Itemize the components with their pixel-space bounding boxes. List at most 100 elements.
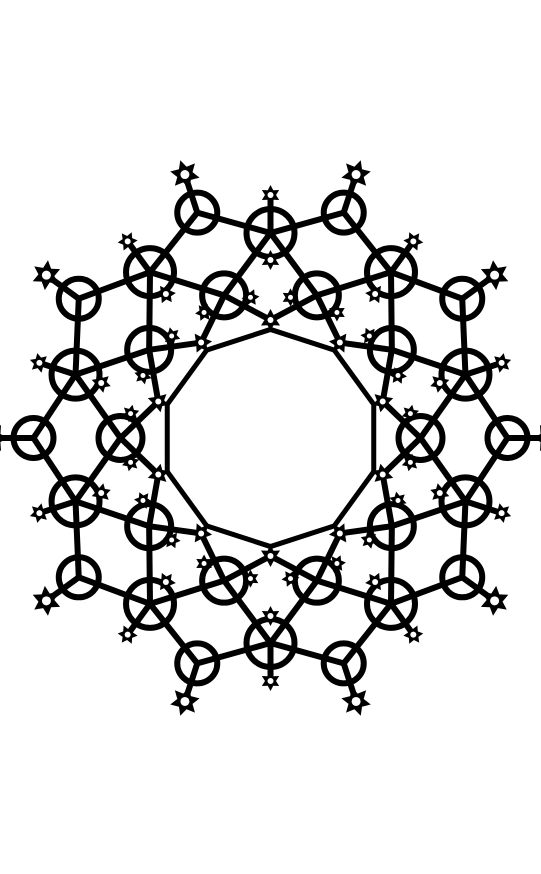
- junction-star-hole: [155, 471, 162, 478]
- junction-star-hole: [169, 537, 175, 543]
- strap-link: [221, 230, 274, 299]
- strap-link: [388, 346, 469, 378]
- strap-link: [267, 230, 320, 299]
- strap-link: [147, 209, 201, 276]
- junction-star-hole: [162, 579, 169, 586]
- junction-star-hole: [379, 398, 386, 405]
- strap-link: [72, 371, 124, 441]
- junction-star-hole: [366, 537, 372, 543]
- strap-link: [340, 209, 394, 276]
- outer-point-star-hole: [490, 596, 500, 606]
- outer-point-star-hole: [351, 696, 361, 706]
- junction-star-hole: [334, 310, 340, 316]
- strap-link: [72, 435, 124, 505]
- outer-point-star-hole: [41, 270, 51, 280]
- junction-star-hole: [198, 530, 205, 537]
- strap-link: [459, 295, 469, 378]
- junction-star-hole: [247, 294, 253, 300]
- junction-star-hole: [201, 310, 207, 316]
- strap-link: [313, 577, 394, 607]
- strap-link: [462, 371, 511, 441]
- rosette-cell: [95, 413, 146, 463]
- strap-link: [194, 209, 274, 236]
- junction-star-hole: [124, 238, 131, 245]
- junction-star-hole: [267, 317, 274, 323]
- junction-star-hole: [128, 459, 134, 465]
- junction-star-hole: [410, 238, 417, 245]
- junction-star-hole: [162, 290, 169, 297]
- strap-link: [267, 577, 320, 646]
- junction-star-hole: [36, 510, 43, 517]
- strap-link: [417, 371, 469, 441]
- inner-wreath-segment: [204, 326, 273, 353]
- strap-link: [388, 498, 469, 530]
- junction-star-hole: [407, 459, 413, 465]
- junction-star-hole: [98, 379, 105, 386]
- outer-point-star-hole: [180, 696, 190, 706]
- strap-link: [72, 498, 82, 581]
- rosette-cell: [320, 189, 367, 236]
- rosette-cell: [123, 245, 178, 300]
- rosette-cell: [320, 640, 367, 687]
- inner-wreath-segment: [164, 469, 210, 529]
- junction-star-hole: [410, 631, 417, 638]
- junction-star-hole: [267, 553, 274, 559]
- junction-star-hole: [267, 192, 274, 198]
- strap-link: [417, 435, 469, 505]
- junction-star-hole: [366, 333, 372, 339]
- junction-star-hole: [498, 510, 505, 517]
- junction-star-hole: [395, 497, 401, 503]
- junction-star-hole: [395, 373, 401, 379]
- strap-link: [313, 269, 394, 299]
- stars-group: [0, 160, 541, 716]
- inner-wreath-segment: [204, 523, 273, 550]
- strap-link: [147, 600, 201, 667]
- outer-point-star-hole: [490, 270, 500, 280]
- strap-link: [147, 577, 228, 607]
- junction-star-hole: [267, 257, 274, 263]
- junction-star-hole: [288, 576, 294, 582]
- junction-star-hole: [498, 359, 505, 366]
- outer-point-star: [0, 425, 9, 451]
- strap-link: [147, 269, 228, 299]
- rosette-cell: [363, 576, 418, 631]
- junction-star-hole: [334, 560, 340, 566]
- junction-star-hole: [372, 290, 379, 297]
- strap-link: [75, 269, 154, 302]
- strap-link: [267, 209, 347, 236]
- strap-link: [387, 574, 466, 607]
- junction-star-hole: [140, 373, 146, 379]
- junction-star-hole: [372, 579, 379, 586]
- strap-link: [30, 435, 79, 505]
- strap-link: [72, 346, 153, 378]
- strap-link: [340, 600, 394, 667]
- junction-star-hole: [201, 560, 207, 566]
- strap-link: [146, 269, 154, 353]
- strap-link: [387, 269, 395, 353]
- junction-star-hole: [436, 490, 443, 497]
- strap-link: [72, 295, 82, 378]
- junction-star-hole: [169, 333, 175, 339]
- junction-star-hole: [267, 678, 274, 684]
- junction-star-hole: [267, 613, 274, 619]
- outer-point-star-hole: [180, 170, 190, 180]
- inner-wreath-segment: [331, 347, 377, 407]
- inner-wreath-segment: [268, 326, 337, 353]
- junction-star-hole: [128, 411, 134, 417]
- rosette-cell: [174, 640, 221, 687]
- rosette-cell: [395, 413, 446, 463]
- junction-star-hole: [436, 379, 443, 386]
- strap-link: [462, 435, 511, 505]
- junction-star-hole: [198, 339, 205, 346]
- strap-link: [146, 523, 154, 607]
- junction-star-hole: [288, 294, 294, 300]
- junction-star-hole: [155, 398, 162, 405]
- strap-link: [72, 498, 153, 530]
- junction-star-hole: [379, 471, 386, 478]
- junction-star-hole: [98, 490, 105, 497]
- strap-link: [75, 574, 154, 607]
- rosette-cell: [174, 189, 221, 236]
- junction-star-hole: [247, 576, 253, 582]
